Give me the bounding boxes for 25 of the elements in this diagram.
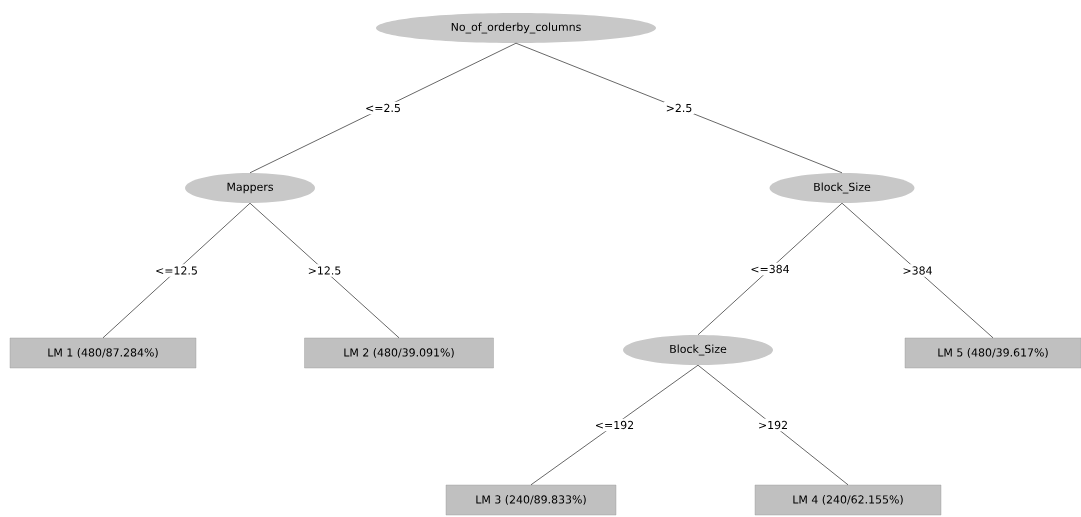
leaf-box: LM 5 (480/39.617%) (904, 337, 1081, 369)
leaf-box: LM 1 (480/87.284%) (9, 337, 197, 369)
edge-label: >12.5 (305, 264, 344, 277)
edge-label: >192 (755, 418, 791, 432)
branch-line (102, 202, 251, 339)
edge-label: >2.5 (663, 101, 695, 115)
branch-line (515, 42, 843, 174)
branch-line (249, 202, 400, 339)
branch-line (249, 42, 517, 174)
edge-label: <=192 (592, 418, 637, 432)
ellipse-node: Mappers (185, 173, 315, 203)
leaf-box: LM 2 (480/39.091%) (304, 337, 494, 369)
edge-label: <=384 (748, 262, 792, 276)
ellipse-node: Block_Size (769, 173, 915, 203)
branch-line (697, 364, 849, 486)
leaf-box: LM 3 (240/89.833%) (445, 484, 617, 516)
edge-label: <=12.5 (153, 264, 200, 277)
leaf-box: LM 4 (240/62.155%) (754, 484, 942, 516)
edge-label: >384 (900, 264, 935, 277)
edge-label: <=2.5 (363, 101, 403, 115)
branch-line (841, 202, 994, 339)
branch-line (530, 364, 699, 486)
ellipse-node: Block_Size (623, 335, 773, 365)
branch-line (697, 202, 843, 336)
ellipse-node: No_of_orderby_columns (376, 13, 656, 43)
